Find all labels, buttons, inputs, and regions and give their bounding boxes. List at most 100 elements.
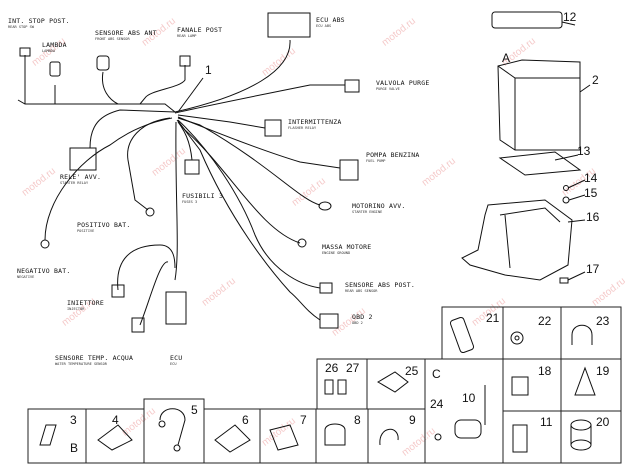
branch-abs-post: [177, 119, 321, 289]
part-number-15: 15: [584, 186, 598, 200]
sublabel-negativo: NEGATIVE: [17, 275, 35, 279]
sublabel-obd: OBD 2: [352, 321, 363, 325]
part-number-14: 14: [584, 171, 598, 185]
sublabel-abs-post: REAR ABS SENSOR: [345, 289, 378, 293]
injector-connector: [111, 284, 125, 298]
branch-abs-ant: [101, 71, 119, 105]
sublabel-massa: ENGINE GROUND: [322, 251, 351, 255]
fanale-connector: [179, 55, 191, 67]
label-ecu: ECU: [170, 354, 183, 362]
branch-positivo: [127, 117, 171, 211]
sublabel-intermittenza: FLASHER RELAY: [288, 126, 317, 130]
screw-14: [563, 185, 569, 191]
part-number-17: 17: [586, 262, 600, 276]
part-number-5: 5: [191, 403, 198, 417]
sublabel-ecu-abs: ECU ABS: [316, 24, 332, 28]
label-fanale: FANALE POST: [177, 26, 223, 34]
abs-ant-connector: [96, 55, 110, 71]
label-rele: RELE' AVV.: [60, 173, 102, 181]
part-number-25: 25: [405, 364, 419, 378]
branch-rele: [89, 109, 176, 149]
battery-holder: [461, 199, 573, 281]
part-number-20: 20: [596, 415, 610, 429]
label-positivo: POSITIVO BAT.: [77, 221, 131, 229]
box-9: [367, 408, 426, 464]
part-number-12: 12: [563, 10, 577, 24]
abs-post-connector: [319, 282, 333, 294]
sublabel-valvola: PURGE VALVE: [376, 87, 400, 91]
clip-17: [559, 277, 569, 284]
label-massa: MASSA MOTORE: [322, 243, 372, 251]
group-letter-a: A: [502, 51, 511, 65]
valvola-connector: [344, 79, 360, 93]
part-number-2: 2: [592, 73, 599, 87]
label-ecu-abs: ECU ABS: [316, 16, 345, 24]
branch-sensor: [139, 261, 169, 326]
part-number-4: 4: [112, 413, 119, 427]
sublabel-fusibili: FUSES 3: [182, 200, 198, 204]
lambda-connector: [49, 61, 61, 77]
part-number-10: 10: [462, 391, 476, 405]
branch-fusibili: [177, 121, 193, 161]
part-number-9: 9: [409, 413, 416, 427]
label-obd: OBD 2: [352, 313, 373, 321]
washer-15: [562, 196, 570, 204]
label-int-stop: INT. STOP POST.: [8, 17, 70, 25]
branch-motorino: [177, 117, 321, 206]
part-number-6: 6: [242, 413, 249, 427]
part-number-16: 16: [586, 210, 600, 224]
box-22: [502, 306, 562, 360]
branch-fanale: [139, 65, 186, 105]
motorino-terminal: [318, 201, 332, 211]
branch-intermittenza: [177, 114, 266, 129]
label-motorino: MOTORINO AVV.: [352, 202, 406, 210]
sublabel-fanale: REAR LAMP: [177, 34, 197, 38]
sublabel-abs-ant: FRONT ABS SENSOR: [95, 37, 130, 41]
int-stop-connector: [19, 47, 31, 57]
label-valvola: VALVOLA PURGE: [376, 79, 430, 87]
branch-massa: [176, 119, 301, 244]
part-number-8: 8: [354, 413, 361, 427]
branch-injector: [117, 244, 176, 291]
sensor-connector: [131, 317, 145, 333]
sublabel-pompa: FUEL PUMP: [366, 159, 386, 163]
branch-valvola: [174, 84, 345, 114]
group-letter-b: B: [70, 441, 79, 455]
part-number-22: 22: [538, 314, 552, 328]
ecu-connector: [165, 291, 187, 325]
box-20: [560, 410, 622, 464]
label-abs-ant: SENSORE ABS ANT: [95, 29, 157, 37]
part-number-11: 11: [540, 415, 553, 429]
sublabel-rele: STARTER RELAY: [60, 181, 89, 185]
obd-connector: [319, 313, 339, 329]
box-23: [560, 306, 622, 360]
sublabel-lambda: LAMBDA: [42, 49, 55, 53]
part-number-26: 26: [325, 361, 339, 375]
label-intermittenza: INTERMITTENZA: [288, 118, 342, 126]
positivo-terminal: [145, 207, 155, 217]
ecu-abs-connector: [267, 12, 311, 38]
rele-connector: [69, 147, 97, 171]
sublabel-int-stop: REAR STOP SW: [8, 25, 34, 29]
branch-negativo: [44, 117, 173, 241]
negativo-terminal: [40, 239, 50, 249]
harness-trunk: [17, 99, 176, 113]
part-number-3: 3: [70, 413, 77, 427]
branch-ecu: [174, 121, 178, 281]
intermittenza-connector: [264, 119, 282, 137]
label-iniettore: INIETTORE: [67, 299, 105, 307]
part-number-18: 18: [538, 364, 552, 378]
branch-ecu-abs: [174, 39, 291, 113]
sublabel-ecu: ECU: [170, 362, 177, 366]
sublabel-motorino: STARTER ENGINE: [352, 210, 383, 214]
box-7: [259, 408, 317, 464]
battery-strap: [491, 11, 563, 29]
leader-1: [177, 77, 204, 113]
part-number-7: 7: [300, 413, 307, 427]
part-number-23: 23: [596, 314, 610, 328]
part-number-19: 19: [596, 364, 610, 378]
label-negativo: NEGATIVO BAT.: [17, 267, 71, 275]
pompa-connector: [339, 159, 359, 181]
